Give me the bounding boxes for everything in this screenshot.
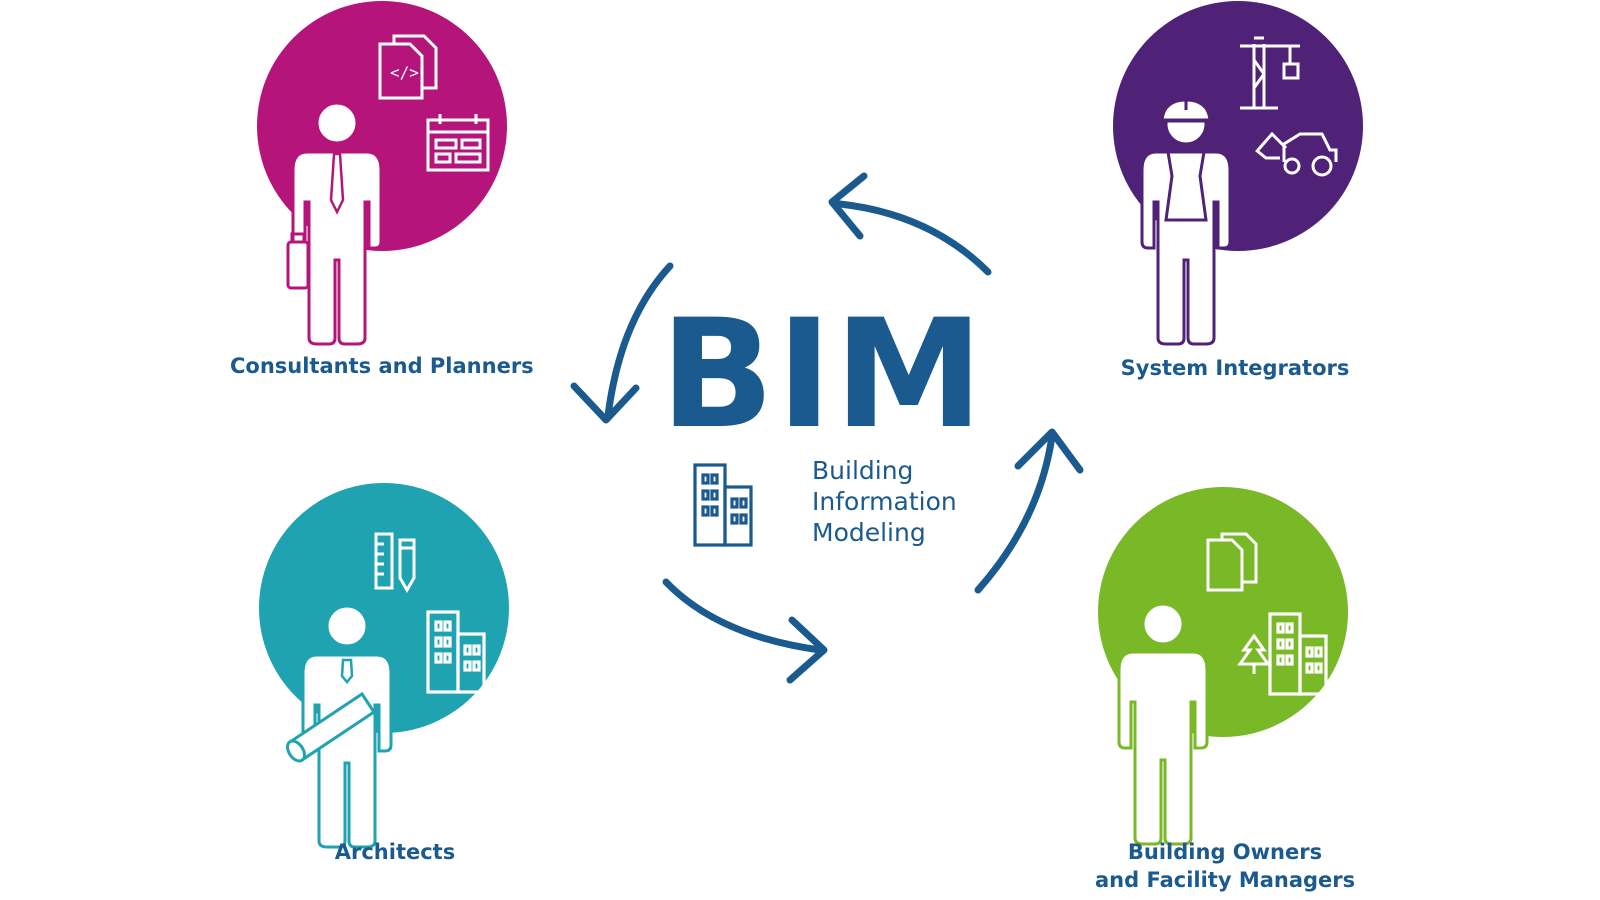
calendar-icon [426, 114, 490, 172]
documents-code-icon: </> [378, 34, 438, 100]
role-label-owners-line: Building Owners [1127, 840, 1323, 864]
role-label-consultants: Consultants and Planners [230, 354, 534, 378]
role-label-owners-line: and Facility Managers [1095, 868, 1356, 892]
role-label-owners: Building Owners and Facility Managers [1095, 838, 1355, 894]
pencil-icon [398, 538, 416, 593]
loader-vehicle-icon [1255, 131, 1338, 177]
buildings-icon-center [693, 463, 753, 547]
hard-hat-icon [1158, 98, 1214, 123]
person-with-tie-icon [291, 101, 383, 346]
bim-subtitle-line: Modeling [812, 518, 926, 547]
arrow-to-owners [662, 578, 828, 684]
role-architects-group [259, 483, 509, 849]
role-label-integrators: System Integrators [1120, 356, 1350, 380]
briefcase-icon [286, 232, 310, 290]
arrow-to-integrators [974, 428, 1084, 594]
person-icon [1117, 602, 1209, 846]
bim-subtitle: Building Information Modeling [812, 455, 957, 548]
bim-subtitle-line: Information [812, 487, 957, 516]
tree-icon [1237, 633, 1271, 674]
bim-title: BIM [660, 288, 986, 462]
bim-subtitle-line: Building [812, 456, 914, 485]
arrow-to-architects [570, 262, 674, 424]
ruler-icon [374, 532, 394, 590]
person-with-plans-icon [286, 604, 393, 849]
crane-icon [1240, 36, 1300, 110]
role-owners-group [1098, 487, 1348, 846]
arrow-to-consultants [828, 172, 992, 276]
documents-icon [1206, 532, 1258, 592]
role-consultants-group: </> [257, 1, 507, 346]
role-integrators-group [1113, 1, 1363, 346]
svg-text:</>: </> [390, 63, 419, 82]
role-label-architects: Architects [334, 840, 456, 864]
